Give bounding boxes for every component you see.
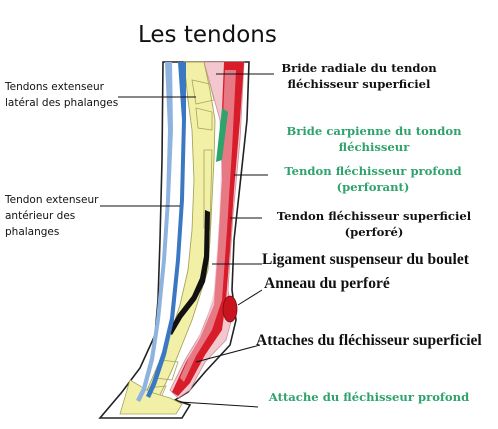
label-annular-ring: Anneau du perforé [264,275,390,292]
label-deep-flexor-attachment: Attache du fléchisseur profond [268,390,470,404]
label-superficial-flexor: Tendon fléchisseur superficiel (perforé) [276,209,472,239]
label-deep-flexor: Tendon fléchisseur profond (perforant) [284,164,462,194]
annular-ring [222,295,238,323]
label-carpal-check: Bride carpienne du tondon fléchisseur [286,124,462,154]
suspensory-ligament [168,210,210,335]
anterior-extensor-tendon [146,62,186,398]
label-suspensory-ligament: Ligament suspenseur du boulet [262,251,469,268]
label-radial-check: Bride radiale du tendon fléchisseur supe… [281,61,437,91]
page-title: Les tendons [138,22,277,48]
label-lateral-extensor: Tendons extenseur latéral des phalanges [5,81,119,109]
label-anterior-extensor: Tendon extenseur antérieur des phalanges [5,194,99,238]
carpal-check-ligament [216,108,228,162]
lateral-extensor-tendon [136,62,173,402]
bone-segments [143,79,215,403]
label-superficial-attachments: Attaches du fléchisseur superficiel [256,332,482,349]
leader-lines [100,73,274,408]
